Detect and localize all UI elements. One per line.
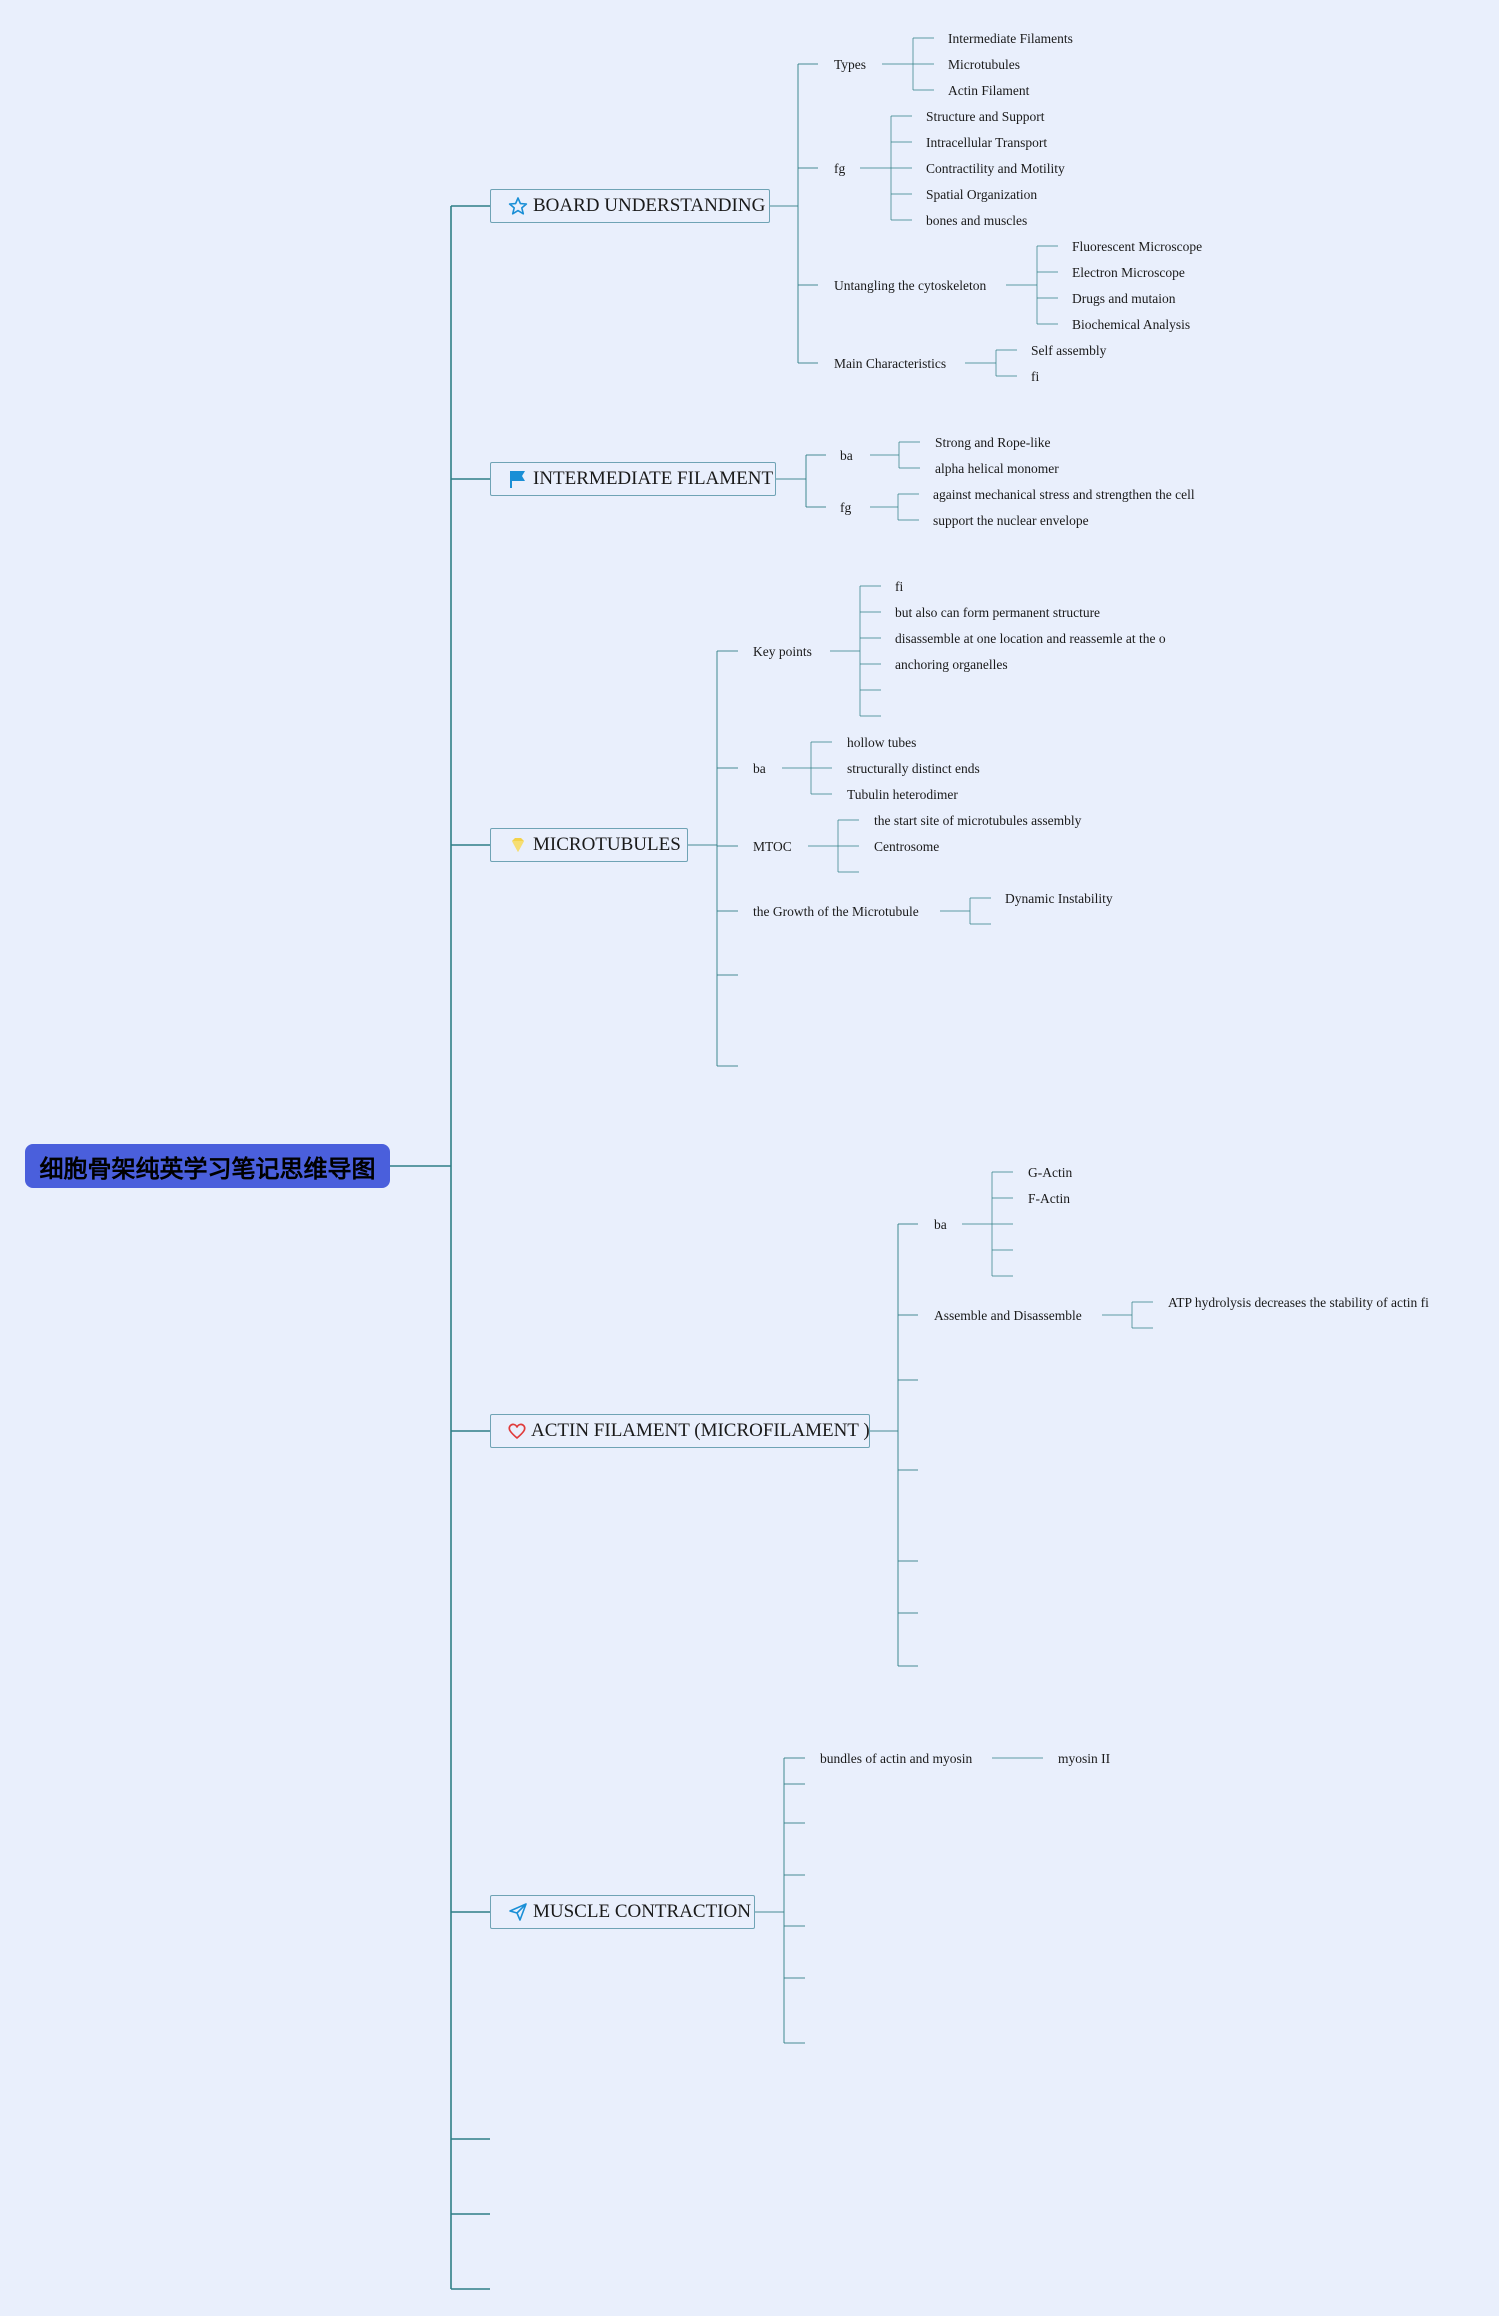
leaf-item[interactable]: fi — [895, 579, 904, 594]
leaf-item[interactable]: Contractility and Motility — [926, 161, 1065, 176]
leaf-item[interactable]: Intracellular Transport — [926, 135, 1048, 150]
subtopic-types[interactable]: Types — [834, 57, 867, 72]
send-icon — [507, 1901, 529, 1923]
leaf-item[interactable]: Actin Filament — [948, 83, 1030, 98]
topic-label: ACTIN FILAMENT (MICROFILAMENT ) — [531, 1420, 870, 1441]
leaf-item[interactable]: myosin II — [1058, 1751, 1111, 1766]
subtopic-ba[interactable]: ba — [753, 761, 766, 776]
leaf-item[interactable]: disassemble at one location and reasseml… — [895, 631, 1166, 646]
topic-intermediate-filament[interactable]: INTERMEDIATE FILAMENT — [490, 462, 776, 496]
star-icon — [507, 195, 529, 217]
leaf-item[interactable]: Centrosome — [874, 839, 940, 854]
topic-label: MICROTUBULES — [533, 834, 681, 855]
leaf-item[interactable]: Spatial Organization — [926, 187, 1038, 202]
leaf-item[interactable]: bones and muscles — [926, 213, 1028, 228]
subtopic-untangling[interactable]: Untangling the cytoskeleton — [834, 278, 987, 293]
leaf-item[interactable]: hollow tubes — [847, 735, 917, 750]
topic-microtubules[interactable]: MICROTUBULES — [490, 828, 688, 862]
subtopic-ba[interactable]: ba — [934, 1217, 947, 1232]
leaf-item[interactable]: F-Actin — [1028, 1191, 1070, 1206]
leaf-item[interactable]: Microtubules — [948, 57, 1020, 72]
leaf-item[interactable]: G-Actin — [1028, 1165, 1073, 1180]
topic-label: BOARD UNDERSTANDING — [533, 195, 766, 216]
topic-board-understanding[interactable]: BOARD UNDERSTANDING — [490, 189, 770, 223]
subtopic-assemble[interactable]: Assemble and Disassemble — [934, 1308, 1082, 1323]
leaf-item[interactable]: structurally distinct ends — [847, 761, 980, 776]
topic-actin-filament[interactable]: ACTIN FILAMENT (MICROFILAMENT ) — [490, 1414, 870, 1448]
leaf-item[interactable]: against mechanical stress and strengthen… — [933, 487, 1195, 502]
leaf-item[interactable]: Tubulin heterodimer — [847, 787, 958, 802]
leaf-item[interactable]: Intermediate Filaments — [948, 31, 1073, 46]
subtopic-growth[interactable]: the Growth of the Microtubule — [753, 904, 919, 919]
leaf-item[interactable]: but also can form permanent structure — [895, 605, 1101, 620]
leaf-item[interactable]: Fluorescent Microscope — [1072, 239, 1203, 254]
diamond-icon — [507, 834, 529, 856]
heart-icon — [507, 1420, 527, 1442]
leaf-item[interactable]: the start site of microtubules assembly — [874, 813, 1082, 828]
leaf-item[interactable]: Drugs and mutaion — [1072, 291, 1176, 306]
leaf-item[interactable]: Electron Microscope — [1072, 265, 1185, 280]
topic-label: MUSCLE CONTRACTION — [533, 1901, 751, 1922]
root-topic[interactable]: 细胞骨架纯英学习笔记思维导图 — [25, 1144, 390, 1188]
subtopic-key-points[interactable]: Key points — [753, 644, 812, 659]
leaf-item[interactable]: fi — [1031, 369, 1040, 384]
leaf-item[interactable]: support the nuclear envelope — [933, 513, 1089, 528]
subtopic-bundles[interactable]: bundles of actin and myosin — [820, 1751, 973, 1766]
leaf-item[interactable]: Self assembly — [1031, 343, 1107, 358]
subtopic-mtoc[interactable]: MTOC — [753, 839, 792, 854]
topic-muscle-contraction[interactable]: MUSCLE CONTRACTION — [490, 1895, 755, 1929]
subtopic-fg[interactable]: fg — [840, 500, 852, 515]
topic-label: INTERMEDIATE FILAMENT — [533, 468, 774, 489]
leaf-item[interactable]: Dynamic Instability — [1005, 891, 1113, 906]
leaf-item[interactable]: anchoring organelles — [895, 657, 1008, 672]
subtopic-ba[interactable]: ba — [840, 448, 853, 463]
leaf-item[interactable]: alpha helical monomer — [935, 461, 1059, 476]
leaf-item[interactable]: Structure and Support — [926, 109, 1045, 124]
leaf-item[interactable]: Biochemical Analysis — [1072, 317, 1191, 332]
flag-icon — [507, 468, 529, 490]
leaf-item[interactable]: ATP hydrolysis decreases the stability o… — [1168, 1295, 1429, 1310]
leaf-item[interactable]: Strong and Rope-like — [935, 435, 1051, 450]
subtopic-fg[interactable]: fg — [834, 161, 846, 176]
subtopic-main-characteristics[interactable]: Main Characteristics — [834, 356, 947, 371]
